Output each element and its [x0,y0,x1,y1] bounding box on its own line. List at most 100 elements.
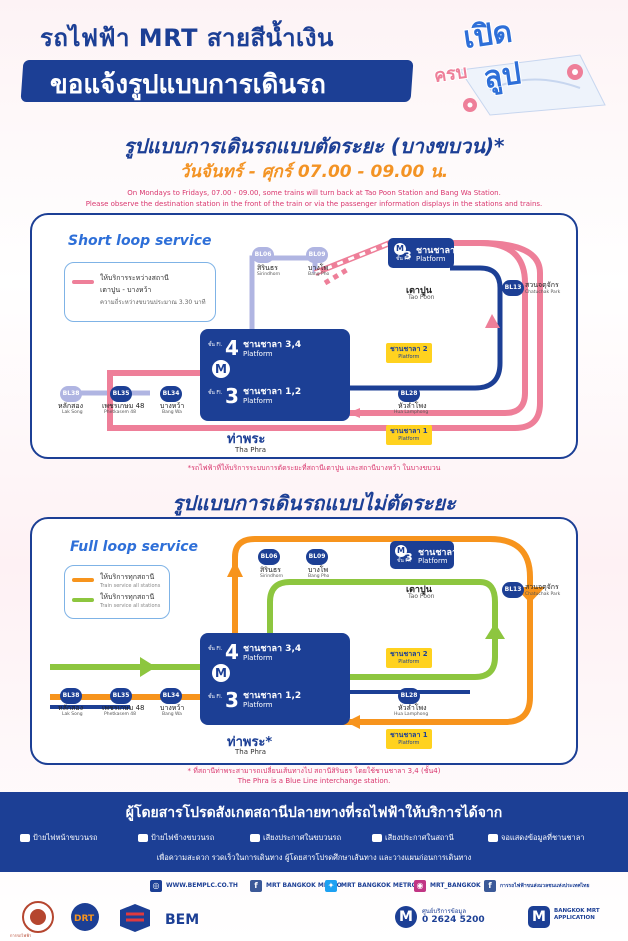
thapra-th-2: ท่าพระ* [227,735,273,750]
facebook-icon: f [484,879,496,892]
taopoon-pf-en: Platform [416,255,446,263]
station-bl34-en: Bang Wa [162,410,182,415]
station2-bl13: BL13 [502,582,524,598]
website-link[interactable]: ◎WWW.BEMPLC.CO.TH [150,878,238,894]
station2-bl34-th: บางหว้า [160,704,185,712]
chat-icon [138,834,148,842]
taopoon2-fl-label: ชั้น Fl. [397,558,412,564]
station2-bl09-th: บางโพ [308,566,329,574]
instagram-link[interactable]: ◉MRT_BANGKOK [414,878,481,894]
fl4-num-2: 4 [225,640,239,664]
station2-bl34-en: Bang Wa [162,712,182,717]
thapra-th: ท่าพระ [227,432,266,447]
callcenter-phone[interactable]: 0 2624 5200 [422,915,485,925]
platform1-tag-2-th: ชานชาลา 1 [390,731,428,739]
section1-note-en-2: Please observe the destination station i… [85,200,543,208]
pf34-en-2: Platform [243,654,273,662]
info-item-platform-display-label: จอแสดงข้อมูลที่ชานชาลา [501,833,585,842]
mrt-logo-2: M [395,545,407,557]
station2-bl38: BL38 [60,688,82,704]
twitter-text: MRT BANGKOK METRO [341,882,417,889]
full-loop-title: Full loop service [70,539,199,555]
station-bl28-th: หัวลำโพง [398,402,427,410]
info-band [0,792,628,872]
info-item-train-announce: เสียงประกาศในขบวนรถ [250,832,341,844]
fl4-label: ชั้น Fl. [208,342,223,348]
pf12-th-2: ชานชาลา 1,2 [243,691,302,701]
drt-logo-text: DRT [74,914,95,924]
fl3-num: 3 [225,384,239,408]
app-icon[interactable]: M [528,906,550,928]
taopoon-pf-th: ชานชาลา [416,246,456,256]
fl3-label-2: ชั้น Fl. [208,694,223,700]
station-bl09: BL09 [306,247,328,263]
station-bl13-th: สวนจตุจักร [525,281,559,289]
station2-bl35-en: Phetkasem 48 [104,712,137,717]
station-bl13: BL13 [502,280,524,296]
app-label[interactable]: BANGKOK MRT APPLICATION [554,908,600,921]
open-full-loop-badge: เปิด ครบ ลูป [432,13,606,116]
legend-short-line2: เตาปูน - บางหว้า [100,286,152,294]
pf12-en: Platform [243,397,273,405]
section1-footnote: *รถไฟฟ้าที่ให้บริการระบบการตัดระยะที่สถา… [187,464,441,472]
callcenter-label: ศูนย์บริการข้อมูล [422,908,467,915]
legend-orange: ให้บริการทุกสถานี Train service all stati… [100,572,160,589]
platform1-tag-th: ชานชาลา 1 [390,427,428,435]
info-item-platform-display: จอแสดงข้อมูลที่ชานชาลา [488,832,585,844]
legend-green-en: Train service all stations [100,603,161,609]
legend-orange-en: Train service all stations [100,583,161,589]
legend-orange-th: ให้บริการทุกสถานี [100,573,155,581]
fl4-label-2: ชั้น Fl. [208,646,223,652]
station-bl06-th: สิรินธร [257,264,278,272]
short-loop-legend [64,262,216,322]
section1-title: รูปแบบการเดินรถแบบตัดระยะ (บางขบวน)* [123,134,505,158]
section2-title: รูปแบบการเดินรถแบบไม่ตัดระยะ [172,491,456,515]
instagram-text: MRT_BANGKOK [430,882,481,889]
station2-bl28-en: Hua Lamphong [394,712,429,717]
info-item-side-sign-label: ป้ายไฟข้างขบวนรถ [151,833,215,842]
fl4-num: 4 [225,336,239,360]
section2-footnote-th: * ที่สถานีท่าพระสามารถเปลี่ยนเส้นทางไป ส… [187,767,441,775]
twitter-link[interactable]: ✦ MRT BANGKOK METRO [325,878,417,894]
legend-green: ให้บริการทุกสถานีTrain service all stati… [100,592,160,609]
pf34-th-2: ชานชาลา 3,4 [243,644,302,654]
twitter-icon: ✦ [325,879,337,892]
full-loop-legend [64,565,170,619]
taopoon-fl-label: ชั้น Fl. [396,256,411,262]
short-loop-map [70,240,543,431]
info-item-train-announce-label: เสียงประกาศในขบวนรถ [263,833,342,842]
station2-bl38-th: หลักสอง [58,704,84,712]
svg-text:ครบ: ครบ [433,62,469,87]
section1-note-en-1: On Mondays to Fridays, 07.00 - 09.00, so… [127,189,501,197]
mrt-logo: M [394,243,406,255]
legend-green-line [72,598,94,602]
info-item-front-sign-label: ป้ายไฟหน้าขบวนรถ [33,833,98,842]
pf12-th: ชานชาลา 1,2 [243,387,302,397]
station-bl34: BL34 [160,386,182,402]
mrt-logo-center-2: M [212,664,230,682]
chat-icon [488,834,498,842]
platform2-tag-th: ชานชาลา 2 [390,345,428,353]
svg-text:ลูป: ลูป [481,56,523,97]
pf12-en-2: Platform [243,701,273,709]
taopoon2-floor: 3 [405,551,413,564]
info-band-note: เพื่อความสะดวก รวดเร็วในการเดินทาง ผู้โด… [156,853,472,862]
chat-icon [250,834,260,842]
taopoon-th: เตาปูน [406,286,432,296]
station-bl38-th: หลักสอง [58,402,84,410]
page-title: รถไฟฟ้า MRT สายสีน้ำเงิน [40,24,334,52]
section2-footnote-en: The Phra is a Blue Line interchange stat… [237,777,391,785]
pf34-th: ชานชาลา 3,4 [243,340,302,350]
thapra-en-2: Tha Phra [235,748,267,756]
partner-logos: DRT BEM [22,901,199,933]
bem-logo-text: BEM [165,912,199,928]
pf34-en: Platform [243,350,273,358]
station2-bl28-th: หัวลำโพง [398,704,427,712]
chat-icon [372,834,382,842]
